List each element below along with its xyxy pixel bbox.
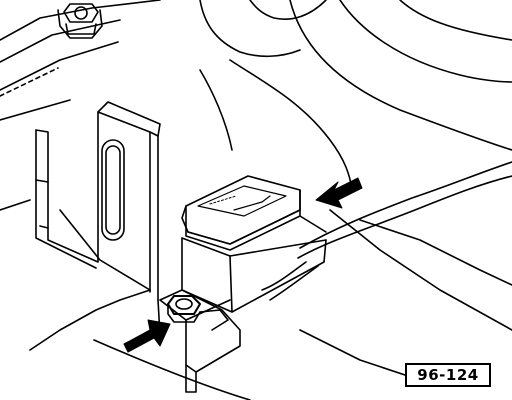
hex-nut	[63, 3, 99, 35]
bracket-foot	[159, 289, 241, 393]
body-contour	[199, 0, 512, 191]
upper-panel	[0, 0, 161, 97]
mounting-bracket	[35, 101, 161, 336]
retaining-nut	[167, 295, 229, 331]
cable-harness	[261, 161, 512, 301]
arrow-right-icon	[123, 319, 171, 353]
relay-box	[181, 175, 327, 313]
floor-lines	[0, 99, 512, 400]
arrow-left-icon	[315, 177, 363, 209]
figure-label: 96-124	[405, 363, 491, 387]
